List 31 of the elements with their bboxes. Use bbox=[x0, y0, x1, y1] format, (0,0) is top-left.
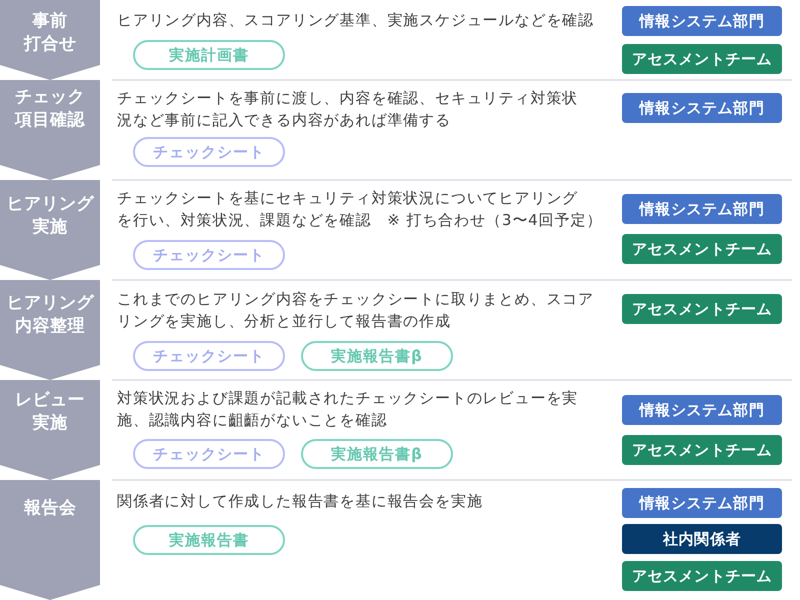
role-badge: アセスメントチーム bbox=[622, 234, 782, 264]
description-text: ヒアリング内容、スコアリング基準、実施スケジュールなどを確認 bbox=[117, 10, 594, 31]
role-badge: 情報システム部門 bbox=[622, 395, 782, 425]
role-badge: アセスメントチーム bbox=[622, 435, 782, 465]
flow-arrow bbox=[0, 465, 100, 480]
description-text: これまでのヒアリング内容をチェックシートに取りまとめ、スコアリングを実施し、分析と並行して報告書の作成 bbox=[117, 289, 594, 332]
role-badge: 情報システム部門 bbox=[622, 194, 782, 224]
flow-arrow bbox=[0, 585, 100, 600]
document-pill: チェックシート bbox=[133, 439, 285, 469]
role-badge: 情報システム部門 bbox=[622, 488, 782, 518]
document-pill: 実施報告書β bbox=[301, 439, 453, 469]
document-pill: 実施報告書 bbox=[133, 525, 285, 555]
flow-arrow bbox=[0, 265, 100, 280]
document-pill: チェックシート bbox=[133, 341, 285, 371]
description-text: チェックシートを基にセキュリティ対策状況についてヒアリングを行い、対策状況、課題などを確認 ※ 打ち合わせ（3〜4回予定） bbox=[117, 188, 602, 231]
role-badge: アセスメントチーム bbox=[622, 561, 782, 591]
description-text: 関係者に対して作成した報告書を基に報告会を実施 bbox=[117, 491, 483, 512]
document-pill: 実施報告書β bbox=[301, 341, 453, 371]
role-badge: 情報システム部門 bbox=[622, 93, 782, 123]
description-text: 対策状況および課題が記載されたチェックシートのレビューを実施、認識内容に齟齬がないことを確認 bbox=[117, 388, 578, 431]
description-text: チェックシートを事前に渡し、内容を確認、セキュリティ対策状況など事前に記入できる内容があれば準備する bbox=[117, 88, 578, 131]
flow-arrow bbox=[0, 65, 100, 80]
document-pill: チェックシート bbox=[133, 240, 285, 270]
document-pill: 実施計画書 bbox=[133, 40, 285, 70]
role-badge: 社内関係者 bbox=[622, 524, 782, 554]
flow-arrow bbox=[0, 165, 100, 180]
role-badge: 情報システム部門 bbox=[622, 6, 782, 36]
flow-arrow bbox=[0, 365, 100, 380]
role-badge: アセスメントチーム bbox=[622, 44, 782, 74]
document-pill: チェックシート bbox=[133, 137, 285, 167]
role-badge: アセスメントチーム bbox=[622, 294, 782, 324]
